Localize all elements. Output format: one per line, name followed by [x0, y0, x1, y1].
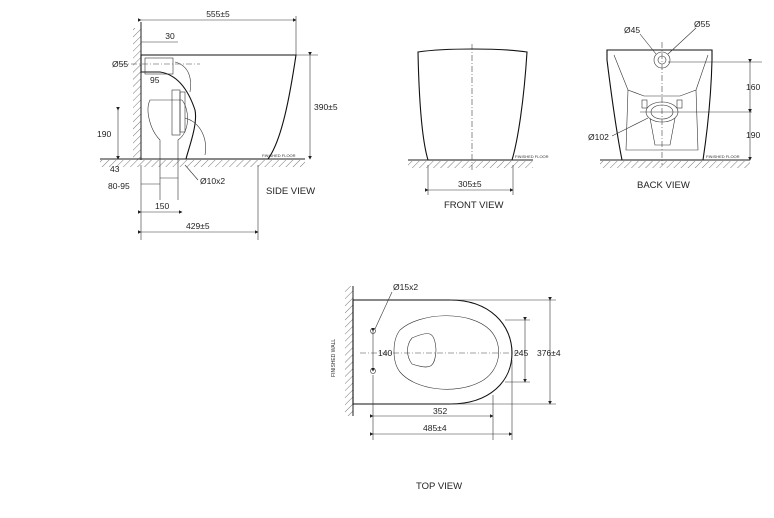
top-d15x2-leader	[374, 291, 393, 330]
side-floor-hatch	[100, 160, 305, 167]
top-view: FINISHED WALL Ø15x2 140 245 376±4 352 48…	[331, 282, 561, 492]
top-wall-hatch	[345, 286, 353, 416]
top-view-title: TOP VIEW	[416, 481, 462, 492]
side-wall-hatch	[133, 28, 141, 160]
back-d102-leader	[611, 117, 649, 137]
dim-95-label: 95	[150, 75, 160, 85]
side-bracket-inner	[179, 91, 186, 133]
front-view: 305±5 FINISHED FLOOR FRONT VIEW	[408, 44, 549, 211]
dim-555-label: 555±5	[206, 9, 230, 19]
dim-429-label: 429±5	[186, 221, 210, 231]
dim-d10x2-leader	[184, 164, 199, 181]
dim-30-label: 30	[165, 31, 175, 41]
side-bracket	[171, 89, 181, 136]
back-d55-label: Ø55	[694, 19, 710, 29]
side-bowl-outline	[140, 54, 297, 160]
top-rim-outline	[393, 315, 499, 390]
top-wall-label: FINISHED WALL	[331, 339, 337, 377]
back-view: 160 190 Ø45 Ø55 Ø102 FINISHED FLOOR BACK…	[588, 19, 762, 191]
front-floor-label: FINISHED FLOOR	[515, 154, 549, 159]
dim-80-95-label: 80-95	[108, 181, 130, 191]
back-floor-label: FINISHED FLOOR	[706, 154, 740, 159]
side-inlet-pipe	[174, 61, 191, 93]
top-485-label: 485±4	[423, 423, 447, 433]
dim-d55-label: Ø55	[112, 59, 128, 69]
side-view: 555±5 30 Ø55 95 190 390±5 43 80-95 Ø10x2…	[97, 9, 338, 240]
top-d15x2-label: Ø15x2	[393, 282, 418, 292]
back-floor-hatch	[600, 161, 750, 168]
back-d55-leader	[667, 27, 697, 55]
dim-43-label: 43	[110, 164, 120, 174]
top-outlet-opening	[407, 333, 437, 368]
back-trap-lower	[649, 117, 676, 146]
back-190-label: 190	[746, 130, 760, 140]
back-d102-label: Ø102	[588, 132, 609, 142]
dim-190-label: 190	[97, 129, 111, 139]
side-view-title: SIDE VIEW	[266, 186, 315, 197]
top-140-label: 140	[378, 348, 392, 358]
side-inlet-block	[144, 57, 174, 75]
top-245-label: 245	[514, 348, 528, 358]
front-floor-hatch	[408, 161, 533, 168]
back-view-title: BACK VIEW	[637, 180, 690, 191]
back-bolt-right	[676, 99, 683, 109]
side-trap-curve	[184, 117, 206, 156]
front-305-label: 305±5	[458, 179, 482, 189]
back-160-label: 160	[746, 82, 760, 92]
back-d45-leader	[639, 33, 657, 55]
front-bowl-outline	[417, 48, 528, 161]
side-floor-label: FINISHED FLOOR	[262, 153, 296, 158]
dim-150-label: 150	[155, 201, 169, 211]
dim-d10x2-label: Ø10x2	[200, 176, 225, 186]
front-view-title: FRONT VIEW	[444, 200, 503, 211]
back-bolt-left	[641, 99, 648, 109]
top-352-label: 352	[433, 406, 447, 416]
back-inner-top	[613, 54, 709, 97]
dim-390-label: 390±5	[314, 102, 338, 112]
top-bowl-outline	[352, 299, 513, 405]
top-376-label: 376±4	[537, 348, 561, 358]
back-d45-label: Ø45	[624, 25, 640, 35]
